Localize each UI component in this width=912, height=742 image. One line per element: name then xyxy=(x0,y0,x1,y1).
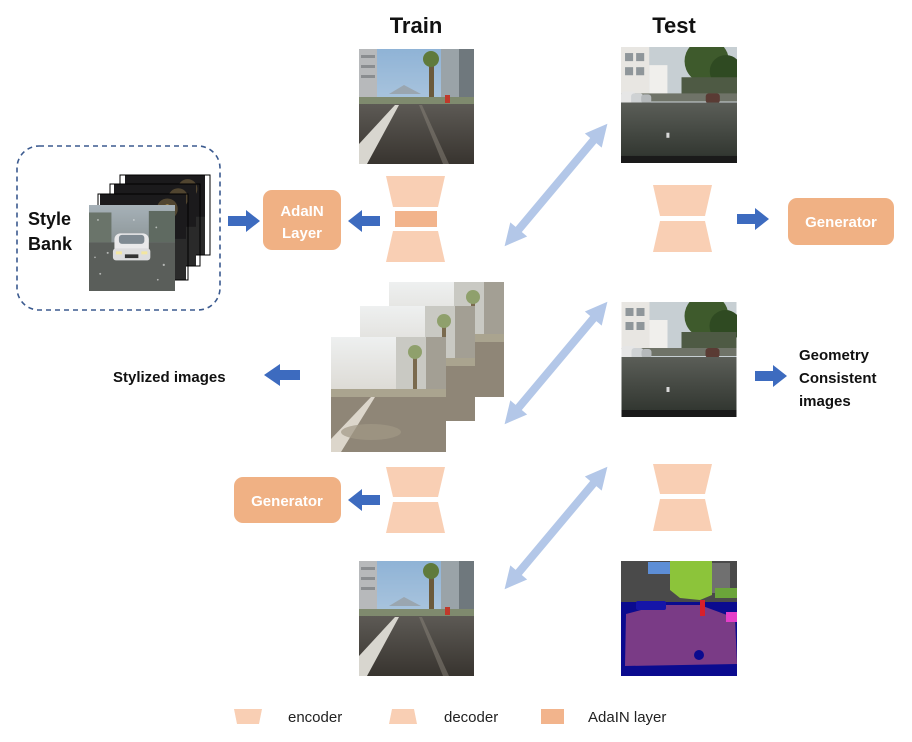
generator-test-box xyxy=(788,198,894,245)
legend-encoder-label: encoder xyxy=(288,709,342,726)
style-bank-label-2: Bank xyxy=(28,234,73,254)
stylized-images-stack xyxy=(331,282,504,452)
legend: encoder decoder AdaIN layer xyxy=(234,709,666,726)
decoder-shape xyxy=(386,502,445,533)
legend-encoder-swatch xyxy=(234,709,262,724)
generator-test-label: Generator xyxy=(805,214,877,231)
test-bottom-encoder-decoder xyxy=(653,464,712,531)
generator-train-box xyxy=(234,477,341,523)
test-output-image xyxy=(621,302,737,417)
double-arrow-bottom xyxy=(504,466,608,590)
train-encoder-decoder xyxy=(386,176,445,262)
train-bottom-encoder-decoder xyxy=(386,467,445,533)
decoder-shape xyxy=(386,231,445,262)
test-header: Test xyxy=(652,13,696,38)
arrow-to-generator-test xyxy=(737,208,769,230)
arrow-to-geometry xyxy=(755,365,787,387)
style-bank-images xyxy=(89,174,211,291)
encoder-shape xyxy=(386,467,445,497)
arrow-to-adain xyxy=(228,210,260,232)
arrow-adain-left xyxy=(348,210,380,232)
stylized-images-label: Stylized images xyxy=(113,369,226,386)
encoder-shape xyxy=(653,464,712,494)
adain-shape xyxy=(395,211,437,227)
style-bank-frame xyxy=(16,145,221,311)
legend-decoder-swatch xyxy=(389,709,417,724)
train-input-image xyxy=(359,49,474,164)
test-encoder-decoder xyxy=(653,185,712,252)
train-header: Train xyxy=(390,13,443,38)
double-arrows xyxy=(504,123,608,590)
segmentation-map xyxy=(621,561,737,676)
generator-train-label: Generator xyxy=(251,493,323,510)
geometry-label-3: images xyxy=(799,393,851,410)
encoder-shape xyxy=(653,185,712,216)
geometry-label-2: Consistent xyxy=(799,370,877,387)
legend-adain-label: AdaIN layer xyxy=(588,709,666,726)
decoder-shape xyxy=(653,221,712,252)
arrow-to-generator-train xyxy=(348,489,380,511)
adain-layer-box xyxy=(263,190,341,250)
legend-adain-swatch xyxy=(541,709,564,724)
arrow-to-stylized-label xyxy=(264,364,300,386)
style-bank-label-1: Style xyxy=(28,209,71,229)
adain-layer-label-2: Layer xyxy=(282,225,322,242)
decoder-shape xyxy=(653,499,712,531)
double-arrow-top xyxy=(504,123,608,247)
adain-layer-label-1: AdaIN xyxy=(280,203,323,220)
test-input-image xyxy=(621,47,737,163)
encoder-shape xyxy=(386,176,445,207)
legend-decoder-label: decoder xyxy=(444,709,498,726)
train-bottom-image xyxy=(359,561,474,676)
geometry-label-1: Geometry xyxy=(799,347,870,364)
double-arrow-middle xyxy=(504,301,608,425)
